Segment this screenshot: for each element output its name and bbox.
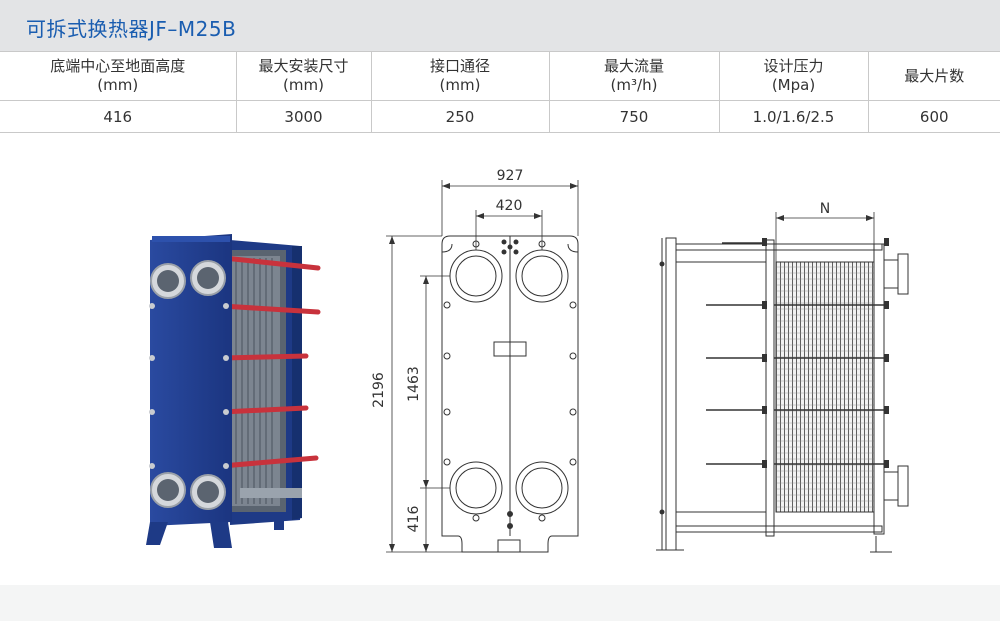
dim-width-label: 927	[497, 168, 524, 184]
table-header-row: 底端中心至地面高度(mm) 最大安装尺寸(mm) 接口通径(mm) 最大流量(m…	[0, 51, 1000, 101]
side-view-dimensions: N	[820, 201, 830, 217]
unit-label: (mm)	[283, 76, 324, 94]
value-cell: 416	[0, 100, 237, 133]
header-cell: 设计压力(Mpa)	[718, 51, 869, 101]
value-cell: 3000	[235, 100, 372, 133]
dim-port-spacing-label: 420	[496, 198, 523, 214]
side-view-drawing	[656, 212, 909, 553]
dim-n-label: N	[820, 201, 830, 217]
footer-strip	[0, 585, 1000, 621]
spec-table: 底端中心至地面高度(mm) 最大安装尺寸(mm) 接口通径(mm) 最大流量(m…	[0, 51, 1000, 133]
nozzle-icon	[150, 260, 226, 510]
front-view-dimensions: 927 420 2196 1463 416	[371, 168, 523, 532]
value-cell: 750	[548, 100, 720, 133]
dim-bottom-height-label: 416	[406, 506, 422, 533]
header-cell: 最大片数	[867, 51, 1000, 101]
table-row: 416 3000 250 750 1.0/1.6/2.5 600	[0, 100, 1000, 133]
unit-label: (Mpa)	[771, 76, 816, 94]
unit-label: (mm)	[97, 76, 139, 94]
unit-label: (mm)	[439, 76, 481, 94]
title-bar: 可拆式换热器JF–M25B	[0, 0, 1000, 51]
value-cell: 600	[867, 100, 1000, 133]
header-cell: 最大流量(m³/h)	[548, 51, 720, 101]
header-cell: 底端中心至地面高度(mm)	[0, 51, 237, 101]
dim-port-height-label: 1463	[406, 366, 422, 402]
unit-label: (m³/h)	[610, 76, 658, 94]
value-cell: 1.0/1.6/2.5	[718, 100, 869, 133]
dim-total-height-label: 2196	[371, 372, 387, 408]
page-title: 可拆式换热器JF–M25B	[26, 17, 237, 41]
value-cell: 250	[370, 100, 550, 133]
front-view-drawing	[386, 180, 579, 553]
heat-exchanger-photo	[146, 234, 321, 548]
